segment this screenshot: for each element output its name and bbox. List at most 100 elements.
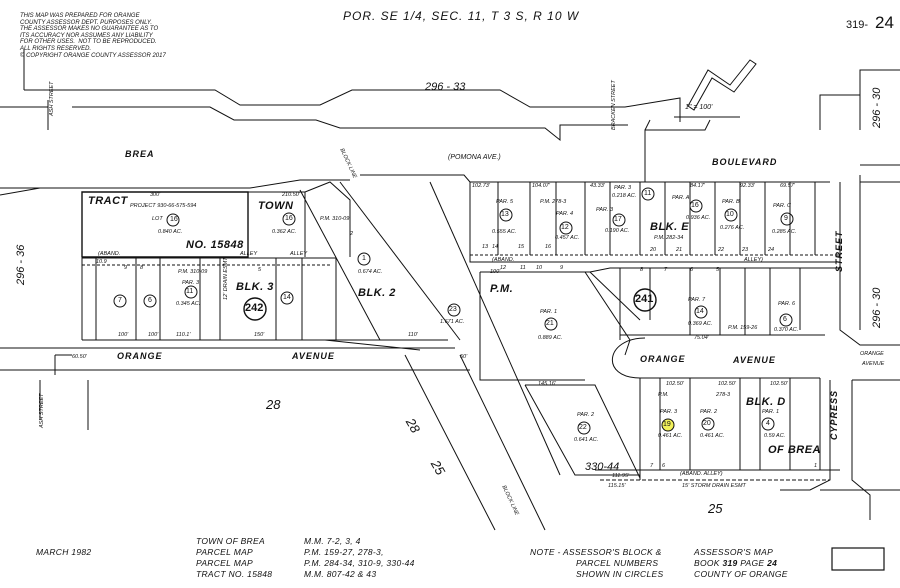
parcel-21: 21 (546, 320, 554, 327)
parcel-13-area: 0.555 AC. (492, 229, 517, 235)
dim-50a: 50' (460, 354, 468, 360)
ref-value-3: M.M. 807-42 & 43 (304, 569, 377, 579)
page-number: 24 (875, 13, 894, 32)
parcel-19b-area: 0.461 AC. (658, 433, 683, 439)
dim-60: 60.50' (72, 354, 87, 360)
town-label: TOWN (258, 200, 294, 212)
parcel-23: 23 (449, 306, 457, 313)
parcel-6: 6 (148, 297, 152, 304)
parcel-4: 4 (766, 420, 770, 427)
ref-label-2: PARCEL MAP (196, 558, 254, 568)
lot-b1: 1 (814, 463, 818, 469)
lot-23: 23 (742, 247, 749, 253)
dim-14516: 145.16' (538, 381, 556, 387)
book-page-line: BOOK 319 PAGE 24 (694, 559, 777, 568)
street-avenue-right: AVENUE (733, 355, 776, 365)
alley-right: ALLEY) (744, 257, 763, 263)
alley-left-1: ALLEY (240, 251, 258, 257)
dim-1101: 110.1' (176, 332, 191, 338)
parcel-14b-area: 0.369 AC. (688, 321, 713, 327)
pm-282-label: P.M. 282-34 (654, 235, 684, 241)
aband-mid: (ABAND. (492, 257, 515, 263)
dim-10257: 102.50' (666, 381, 684, 387)
pm-small-label: P.M. (658, 392, 669, 398)
parcel-12-label: PAR. 4 (556, 211, 574, 217)
dim-108: 110' (408, 332, 418, 338)
blk2-label: BLK. 2 (358, 287, 396, 299)
pm-310a-label: P.M. 310-09 (320, 216, 350, 222)
dim-92: 92.33' (740, 183, 755, 189)
map-date: MARCH 1982 (36, 547, 92, 557)
parcel-7: 7 (118, 297, 122, 304)
ref-value-2: P.M. 284-34, 310-9, 330-44 (304, 558, 415, 568)
dim-100a: 100' (118, 332, 129, 338)
lot-10: 10 (536, 265, 543, 271)
parcel-9-area: 0.285 AC. (772, 229, 797, 235)
dim-100c: 100' (490, 269, 501, 275)
parcel-17-label: PAR. 3 (596, 207, 614, 213)
parcel-23-area: 1.671 AC. (440, 319, 465, 325)
tract-label: TRACT (88, 195, 128, 207)
parcel-1: 1 (362, 255, 366, 262)
parcel-2-label: 2 (350, 231, 354, 237)
parcel-16b: 16 (691, 202, 699, 209)
scale-label: 1" = 100' (685, 104, 713, 111)
street-orange-left: ORANGE (117, 351, 163, 361)
ref-330-44: 330-44 (585, 461, 620, 473)
dim-69: 69.57' (780, 183, 795, 189)
ref-296-30-top: 296 - 30 (871, 87, 883, 128)
lot-22: 22 (718, 247, 725, 253)
drain-esmt: 12' DRAIN ESMT (223, 257, 229, 300)
parcel-22: 22 (579, 424, 587, 431)
dim-43: 43.33' (590, 183, 605, 189)
lot-6: 6 (690, 267, 694, 273)
pm-278-label: P.M. 278-3 (540, 199, 567, 205)
dim-11515: 115.15' (608, 483, 626, 489)
street-street-right: STREET (834, 230, 844, 272)
num-28-left: 28 (266, 397, 281, 412)
disclaimer-text: THIS MAP WAS PREPARED FOR ORANGE COUNTY … (20, 13, 166, 59)
lot-5-left: 5 (258, 267, 262, 273)
parcel-14b-label: PAR. 7 (688, 297, 706, 303)
street-avenue-far: AVENUE (862, 361, 885, 367)
parcel-16: 16 (285, 215, 293, 222)
tract-number: NO. 15848 (186, 239, 244, 251)
book-prefix: BOOK (694, 558, 720, 568)
lot-16: 16 (545, 244, 552, 250)
parcel-10: 10 (726, 211, 734, 218)
parcel-13-label: PAR. 5 (496, 199, 514, 205)
street-pomona: (POMONA AVE.) (448, 154, 501, 161)
parcel-19b: 19 (663, 421, 671, 428)
ref-label-0: TOWN OF BREA (196, 536, 265, 546)
dim-300: 300' (150, 192, 161, 198)
lot-9-left: 9 (124, 265, 128, 271)
aband-bottom: (ABAND. ALLEY) (680, 471, 723, 477)
parcel-20: 20 (703, 420, 711, 427)
page-label: PAGE (740, 558, 765, 568)
map-title: POR. SE 1/4, SEC. 11, T 3 S, R 10 W (343, 9, 580, 23)
lot-label: LOT (152, 216, 163, 222)
ref-value-1: P.M. 159-27, 278-3, (304, 547, 384, 557)
aband-left: (ABAND. (98, 251, 121, 257)
lot-13: 13 (482, 244, 489, 250)
note-line-2: SHOWN IN CIRCLES (576, 569, 664, 579)
street-orange-far: ORANGE (860, 351, 884, 357)
parcel-11b: 11 (644, 190, 652, 197)
parcel-6b-area: 0.370 AC. (774, 327, 799, 333)
parcel-1-area: 0.674 AC. (358, 269, 383, 275)
town-acres: 0.362 AC. (272, 229, 297, 235)
pm-278b-label: 278-3 (716, 392, 731, 398)
parcel-4-label: PAR. 1 (762, 409, 780, 415)
lot-11: 11 (520, 265, 526, 271)
street-ash-bottom: ASH STREET (39, 393, 45, 428)
note-line-1: PARCEL NUMBERS (576, 558, 659, 568)
lot-7: 7 (664, 267, 668, 273)
alley-left-2: ALLEY (290, 251, 308, 257)
dim-10258: 102.50' (718, 381, 736, 387)
street-bracken: BRACKEN STREET (611, 80, 617, 130)
page-value: 24 (767, 558, 778, 568)
dim-11195: 111.95' (612, 473, 630, 479)
parcel-17: 17 (614, 216, 622, 223)
